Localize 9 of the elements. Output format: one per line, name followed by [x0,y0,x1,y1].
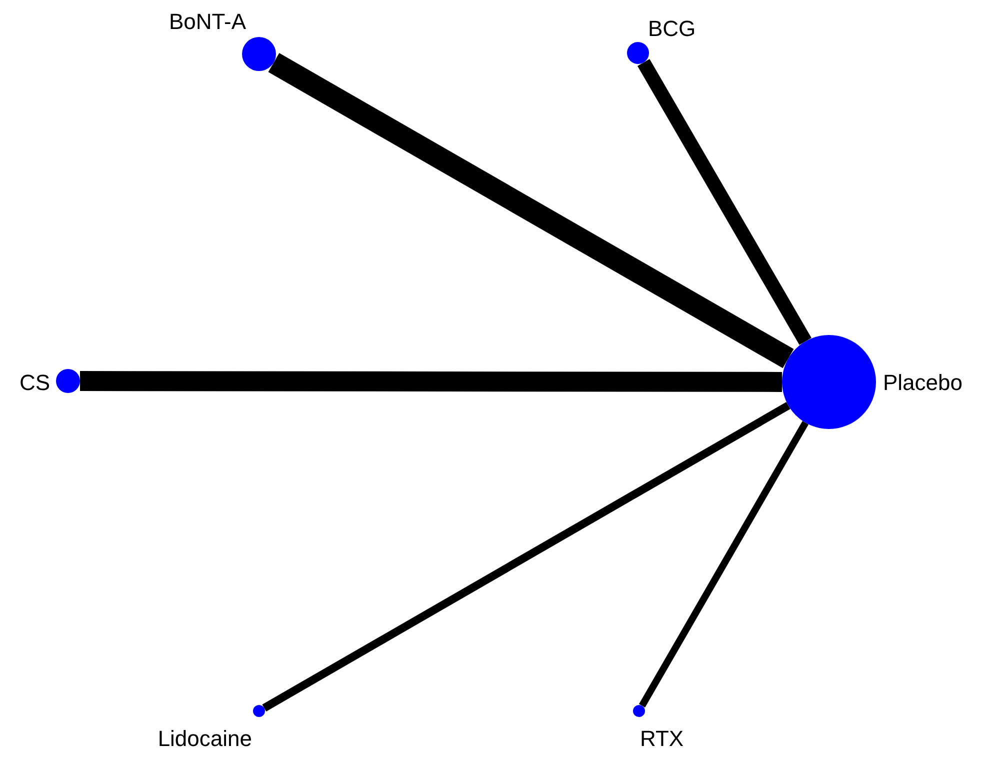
connector-line [638,420,809,708]
node-label: Lidocaine [158,726,252,752]
node-label: RTX [640,726,684,752]
node-label: CS [19,370,50,396]
node-label: BCG [648,16,696,42]
node-label: BoNT-A [168,9,246,35]
node-label: Placebo [883,370,963,396]
connector-line [262,402,790,712]
connector-line [637,59,812,345]
